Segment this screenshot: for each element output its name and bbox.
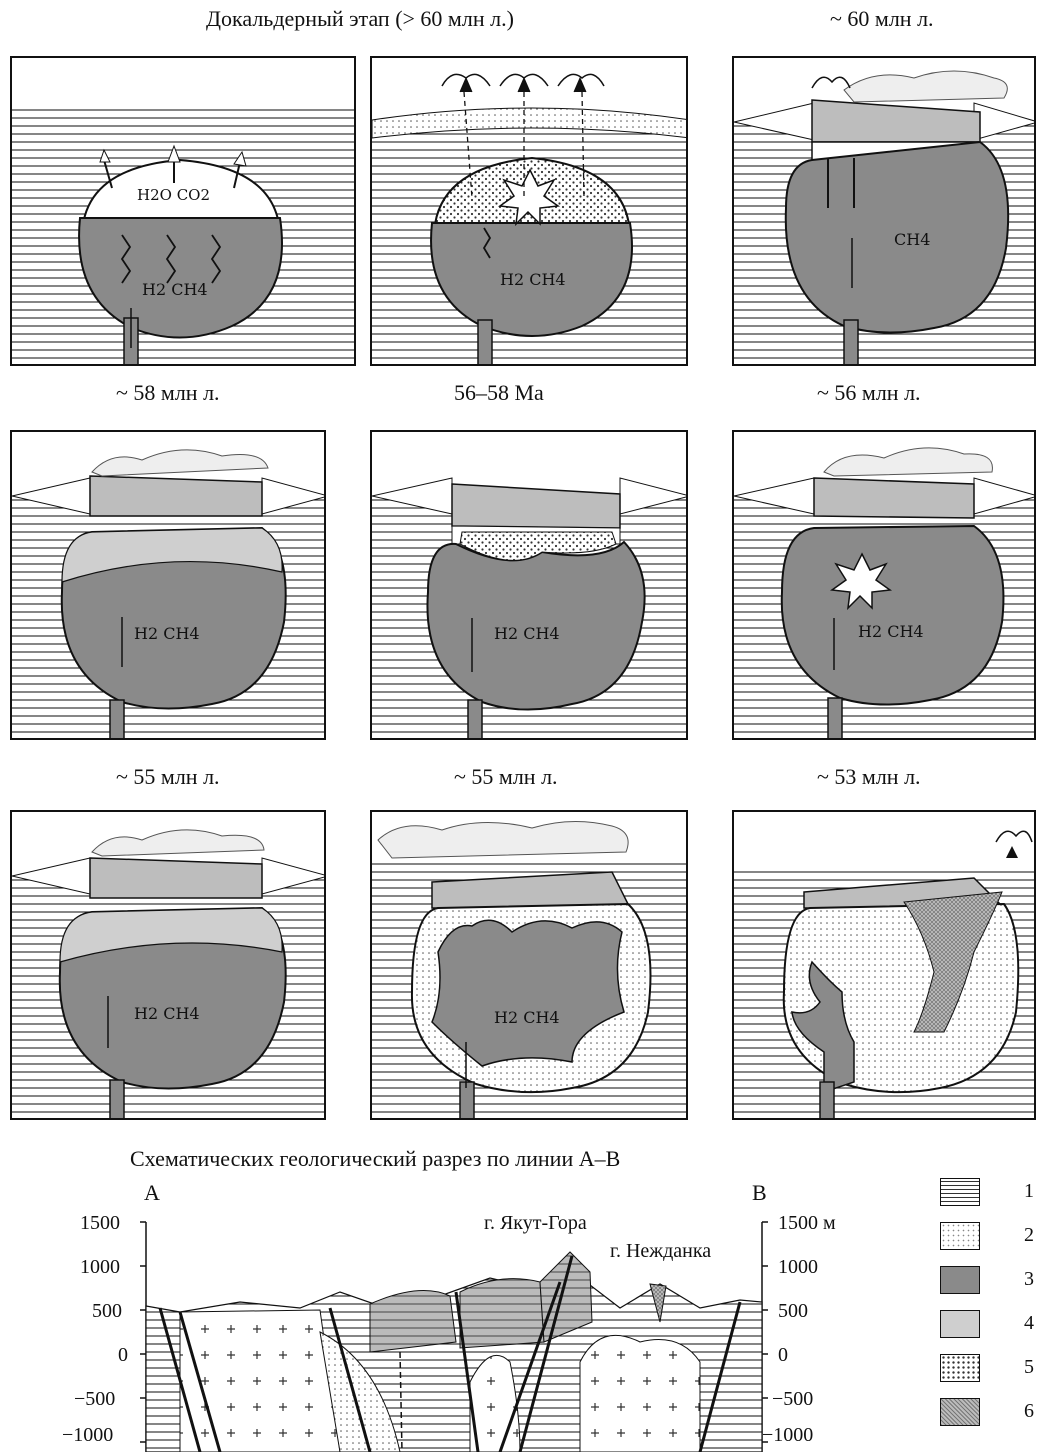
legend-label-6: 6	[1024, 1400, 1034, 1423]
gas-label: H2 CH4	[494, 624, 560, 643]
section-title: Схематических геологический разрез по ли…	[130, 1146, 620, 1172]
panel-pre-caldera: H2O CO2 H2 CH4	[10, 56, 356, 366]
legend-swatch-2	[940, 1222, 980, 1250]
panel-60-ma: CH4	[732, 56, 1036, 366]
panel-55-ma-b: H2 CH4	[370, 810, 688, 1120]
panel-title-6: ~ 56 млн л.	[817, 380, 921, 406]
geologic-cross-section	[140, 1212, 780, 1452]
legend-label-1: 1	[1024, 1180, 1034, 1203]
panel-title-1: Докальдерный этап (> 60 млн л.)	[206, 6, 514, 32]
legend-swatch-5	[940, 1354, 980, 1382]
gas-label: H2 CH4	[134, 1004, 200, 1023]
legend-swatch-6	[940, 1398, 980, 1426]
left-tick: −1000	[62, 1424, 113, 1447]
section-end-b: В	[752, 1180, 767, 1206]
panel-title-5: 56–58 Ма	[454, 380, 544, 406]
left-tick: −500	[74, 1388, 115, 1411]
right-tick: 500	[778, 1300, 808, 1323]
legend-label-5: 5	[1024, 1356, 1034, 1379]
gas-label: H2 CH4	[134, 624, 200, 643]
left-tick: 0	[118, 1344, 128, 1367]
panel-56-ma: H2 CH4	[732, 430, 1036, 740]
panel-title-9: ~ 53 млн л.	[817, 764, 921, 790]
panel-eruption-start: H2 CH4	[370, 56, 688, 366]
panel-55-ma-a: H2 CH4	[10, 810, 326, 1120]
legend-label-2: 2	[1024, 1224, 1034, 1247]
left-tick: 1000	[80, 1256, 120, 1279]
gas-label-top: H2O CO2	[137, 186, 210, 204]
right-tick: 1500 м	[778, 1212, 836, 1235]
left-tick: 1500	[80, 1212, 120, 1235]
panel-title-7: ~ 55 млн л.	[116, 764, 220, 790]
legend-label-4: 4	[1024, 1312, 1034, 1335]
legend-swatch-1	[940, 1178, 980, 1206]
legend-swatch-4	[940, 1310, 980, 1338]
panel-title-4: ~ 58 млн л.	[116, 380, 220, 406]
left-tick: 500	[92, 1300, 122, 1323]
gas-label: H2 CH4	[858, 622, 924, 641]
gas-label: H2 CH4	[500, 270, 566, 289]
legend-label-3: 3	[1024, 1268, 1034, 1291]
panel-title-3: ~ 60 млн л.	[830, 6, 934, 32]
legend-swatch-3	[940, 1266, 980, 1294]
panel-58-ma: H2 CH4	[10, 430, 326, 740]
panel-title-8: ~ 55 млн л.	[454, 764, 558, 790]
gas-label: H2 CH4	[494, 1008, 560, 1027]
gas-label: H2 CH4	[142, 280, 208, 299]
section-end-a: А	[144, 1180, 160, 1206]
gas-label: CH4	[894, 230, 930, 249]
panel-53-ma	[732, 810, 1036, 1120]
right-tick: 1000	[778, 1256, 818, 1279]
panel-56-58-ma: H2 CH4	[370, 430, 688, 740]
